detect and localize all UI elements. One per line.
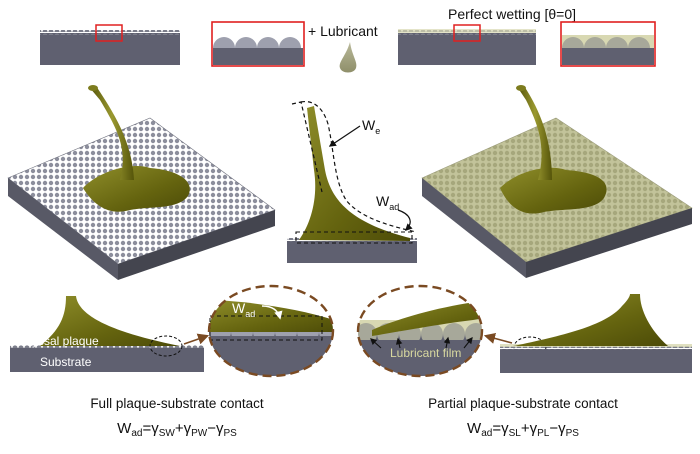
zoom-wad-arrow xyxy=(261,305,283,320)
we-arrow xyxy=(328,125,361,147)
bottom-right-substrate xyxy=(500,344,692,373)
zoom-arrow-left xyxy=(183,333,210,345)
bottom-left-plaque xyxy=(40,296,180,346)
wad-arrow xyxy=(397,209,413,232)
highlight-box xyxy=(95,24,123,42)
zoom-spot-left xyxy=(149,335,183,357)
right-equation: Wad=γSL+γPL−γPS xyxy=(467,420,579,439)
zoom-arrow-right xyxy=(483,332,513,344)
top-zoom-substrate xyxy=(211,21,305,67)
wetting-label: Perfect wetting [θ=0] xyxy=(448,6,576,22)
zoom-wad-label: Wad xyxy=(232,300,255,319)
left-caption: Full plaque-substrate contact xyxy=(90,396,264,411)
right-caption: Partial plaque-substrate contact xyxy=(428,396,618,411)
zoom-circle-left xyxy=(207,284,335,378)
byssal-plaque-label: Byssal plaque xyxy=(24,334,99,348)
right-byssal-thread xyxy=(500,85,607,214)
lubricant-drop-icon xyxy=(339,42,357,73)
substrate-label: Substrate xyxy=(40,355,92,369)
lubricant-label: + Lubricant xyxy=(308,23,378,39)
lubricant-film-arrows xyxy=(370,336,473,349)
top-right-substrate xyxy=(398,24,536,65)
left-equation: Wad=γSW+γPW−γPS xyxy=(117,420,237,439)
top-left-substrate xyxy=(40,24,180,65)
zoom-circle-right xyxy=(356,284,484,378)
we-label: We xyxy=(362,117,380,136)
lubricant-film-label: Lubricant film xyxy=(390,346,461,360)
top-zoom-lubricated xyxy=(560,21,656,67)
bottom-right-plaque xyxy=(514,294,668,346)
left-byssal-thread xyxy=(83,85,190,212)
bottom-left-substrate xyxy=(10,345,204,372)
middle-cross-section xyxy=(287,100,417,263)
wad-label: Wad xyxy=(376,193,399,212)
highlight-box xyxy=(453,24,481,42)
